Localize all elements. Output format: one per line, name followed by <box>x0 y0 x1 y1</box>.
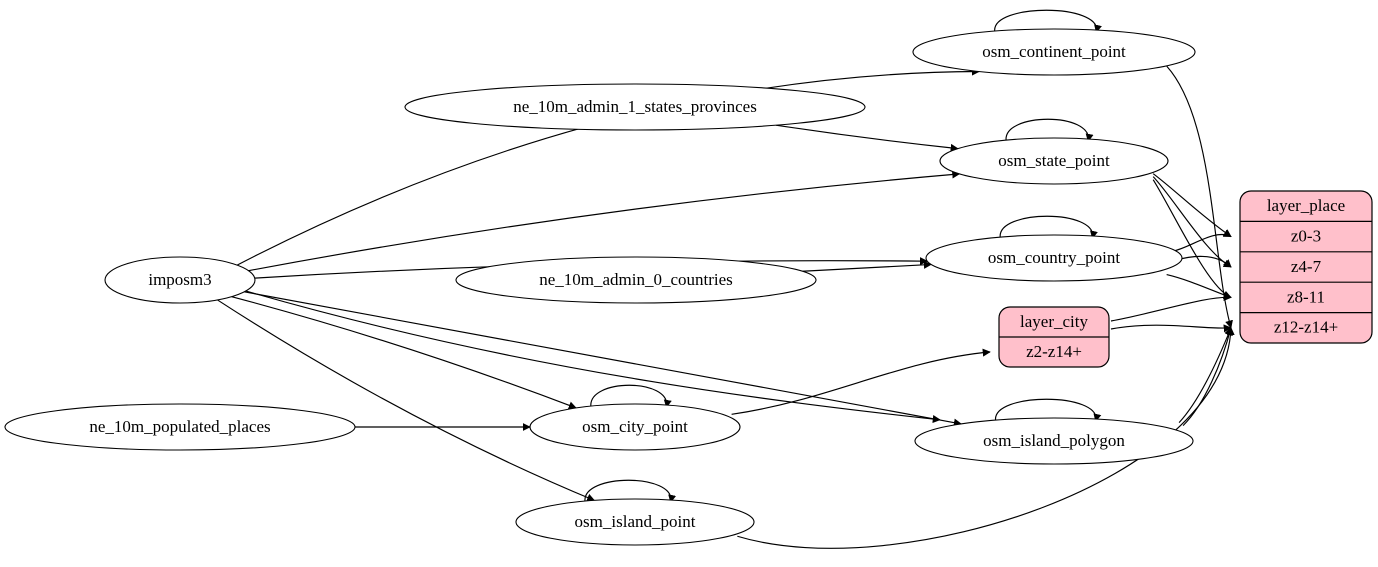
edge-osm_state_point-to-layer_place-z8-11 <box>1152 179 1232 299</box>
node-shape <box>925 234 1183 282</box>
node-osm_island_point[interactable]: osm_island_point <box>515 498 755 546</box>
node-label: osm_island_point <box>575 512 696 531</box>
edge-self-osm_country_point <box>999 215 1098 240</box>
node-shape <box>515 498 755 546</box>
node-label: osm_country_point <box>988 248 1120 267</box>
edge-osm_island_polygon-to-layer_place-z12-z14+ <box>1182 327 1234 427</box>
node-label: osm_state_point <box>998 151 1110 170</box>
record-row-z0-3[interactable]: z0-3 <box>1291 227 1321 246</box>
edge-self-osm_continent_point <box>994 9 1102 34</box>
edge-osm_state_point-to-layer_place-z0-3 <box>1152 173 1232 238</box>
record-box <box>1239 190 1373 344</box>
node-shape <box>404 83 866 131</box>
node-ne_10m_populated_places[interactable]: ne_10m_populated_places <box>4 403 356 451</box>
node-shape <box>455 256 817 304</box>
edge-self-osm_city_point <box>590 384 672 409</box>
edge-imposm3-to-osm_city_point <box>231 296 577 410</box>
edge-osm_country_point-to-layer_place-z4-7 <box>1175 255 1232 268</box>
edge-self-osm_state_point <box>1005 118 1094 143</box>
edge-layer_city-to-layer_place-z8-11 <box>1110 292 1232 322</box>
node-label: osm_continent_point <box>982 42 1126 61</box>
node-shape <box>939 137 1169 185</box>
node-shape <box>4 403 356 451</box>
edge-imposm3-to-osm_island_polygon <box>245 290 941 424</box>
edge-self-osm_island_polygon <box>995 398 1102 423</box>
node-shape <box>912 28 1196 76</box>
edges-layer <box>217 9 1235 549</box>
node-label: ne_10m_populated_places <box>89 417 270 436</box>
node-shape <box>914 417 1194 465</box>
record-row-z12-z14+[interactable]: z12-z14+ <box>1274 318 1338 337</box>
edge-ne_10m_admin_1_states_provinces-to-osm_state_point <box>775 124 959 152</box>
node-label: ne_10m_admin_0_countries <box>539 270 733 289</box>
node-osm_city_point[interactable]: osm_city_point <box>529 403 741 451</box>
node-ne_10m_admin_1_states_provinces[interactable]: ne_10m_admin_1_states_provinces <box>404 83 866 131</box>
node-label: ne_10m_admin_1_states_provinces <box>513 97 757 116</box>
node-label: osm_island_polygon <box>983 431 1125 450</box>
records-layer: layer_city z2-z14+ layer_place z0-3 z4-7 z8-1… <box>998 190 1373 368</box>
edge-osm_island_point-to-layer_place-z12-z14+ <box>737 326 1235 549</box>
node-osm_island_polygon[interactable]: osm_island_polygon <box>914 417 1194 465</box>
record-row-z4-7[interactable]: z4-7 <box>1291 257 1322 276</box>
record-row-z8-11[interactable]: z8-11 <box>1287 287 1325 306</box>
node-shape <box>104 256 256 304</box>
node-label: osm_city_point <box>582 417 688 436</box>
node-osm_state_point[interactable]: osm_state_point <box>939 137 1169 185</box>
node-osm_country_point[interactable]: osm_country_point <box>925 234 1183 282</box>
edge-osm_city_point-to-layer_city <box>731 348 991 415</box>
node-label: imposm3 <box>148 270 211 289</box>
node-imposm3[interactable]: imposm3 <box>104 256 256 304</box>
record-layer_place[interactable]: layer_place z0-3 z4-7 z8-11 z12-z14+ <box>1239 190 1373 344</box>
edge-imposm3-to-osm_state_point <box>248 170 961 272</box>
record-row-z2-z14+[interactable]: z2-z14+ <box>1026 342 1082 361</box>
record-title: layer_place <box>1267 196 1345 215</box>
edge-osm_island_polygon-to-layer_place-z12-z14+ <box>1178 327 1233 423</box>
node-osm_continent_point[interactable]: osm_continent_point <box>912 28 1196 76</box>
record-layer_city[interactable]: layer_city z2-z14+ <box>998 306 1110 368</box>
edge-osm_country_point-to-layer_place-z0-3 <box>1172 229 1232 252</box>
node-ne_10m_admin_0_countries[interactable]: ne_10m_admin_0_countries <box>455 256 817 304</box>
edge-osm_continent_point-to-layer_place-z12-z14+ <box>1166 65 1233 329</box>
nodes-layer: imposm3 ne_10m_populated_places ne_10m_adm… <box>4 28 1196 546</box>
edge-layer_city-to-layer_place-z12-z14+ <box>1110 324 1232 333</box>
edge-ne_10m_admin_0_countries-to-osm_country_point <box>802 260 932 272</box>
record-title: layer_city <box>1020 312 1088 331</box>
edge-imposm3-to-osm_island_point <box>217 299 596 502</box>
edge-self-osm_island_point <box>584 479 677 504</box>
node-shape <box>529 403 741 451</box>
edge-imposm3-to-osm_island_polygon <box>244 291 962 427</box>
